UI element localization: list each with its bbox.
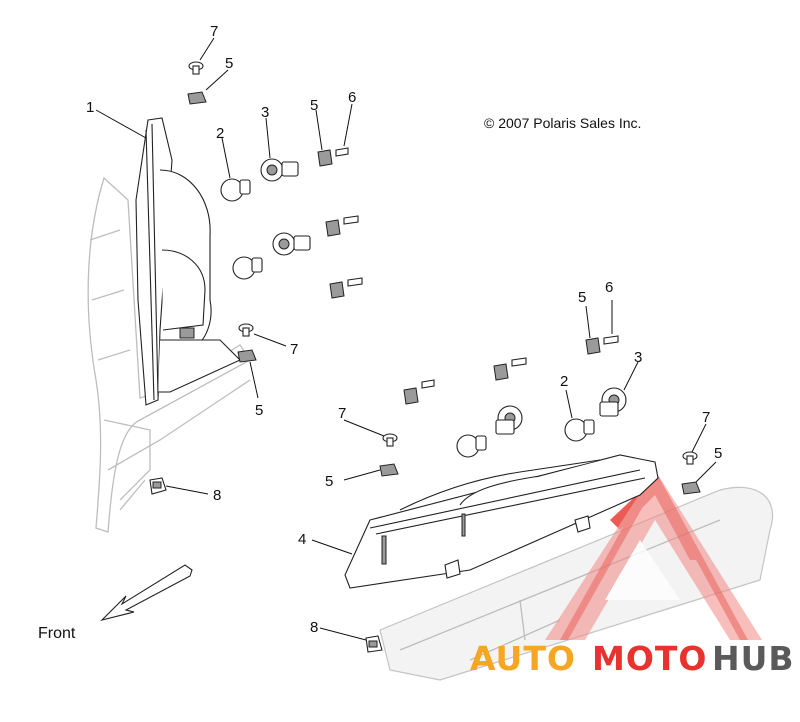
fastener-right (681, 451, 701, 495)
bulb-middle (456, 434, 487, 458)
screw-clip-group-left (317, 147, 363, 299)
callout-5: 5 (225, 55, 233, 72)
fastener-upper-left (187, 61, 207, 105)
callout-5: 5 (578, 289, 586, 306)
headlight-housing-left (135, 117, 241, 406)
fastener-middle (379, 433, 399, 477)
front-label: Front (38, 625, 76, 642)
callout-labels: 1 2 3 5 5 6 7 7 5 8 5 6 3 2 7 5 7 5 4 8 (86, 23, 722, 636)
callout-3: 3 (634, 349, 642, 366)
watermark-text: AUTO MOTO HUB (470, 639, 795, 678)
bulb-lower-left (232, 256, 263, 280)
bulb-upper-left (220, 178, 251, 202)
bulb-right (564, 418, 595, 442)
socket-middle (495, 405, 523, 435)
socket-upper-left (260, 158, 299, 182)
callout-2: 2 (216, 125, 224, 142)
watermark-moto: MOTO (592, 639, 707, 678)
leader-lines (95, 37, 717, 641)
callout-5: 5 (325, 473, 333, 490)
screw-clip-group-right (403, 335, 619, 405)
callout-8: 8 (310, 619, 318, 636)
callout-7: 7 (702, 409, 710, 426)
callout-7: 7 (210, 23, 218, 40)
headlight-housing-right (344, 454, 659, 589)
copyright-text: © 2007 Polaris Sales Inc. (484, 115, 641, 131)
callout-1: 1 (86, 99, 94, 116)
socket-lower-left (272, 232, 311, 256)
watermark-auto: AUTO (470, 639, 576, 678)
callout-5: 5 (714, 445, 722, 462)
clip-part8-bottom (365, 635, 383, 653)
callout-3: 3 (261, 104, 269, 121)
watermark-hub: HUB (712, 639, 795, 678)
callout-6: 6 (605, 279, 613, 296)
callout-7: 7 (290, 341, 298, 358)
callout-5: 5 (255, 402, 263, 419)
callout-7: 7 (338, 405, 346, 422)
socket-right (599, 387, 627, 417)
clip-part8-left (149, 477, 167, 495)
front-direction-arrow (100, 564, 193, 622)
callout-4: 4 (298, 531, 306, 548)
callout-6: 6 (348, 89, 356, 106)
fastener-mid-left (237, 323, 257, 363)
callout-5: 5 (310, 97, 318, 114)
watermark-logo (545, 470, 762, 640)
callout-2: 2 (560, 373, 568, 390)
callout-8: 8 (213, 487, 221, 504)
